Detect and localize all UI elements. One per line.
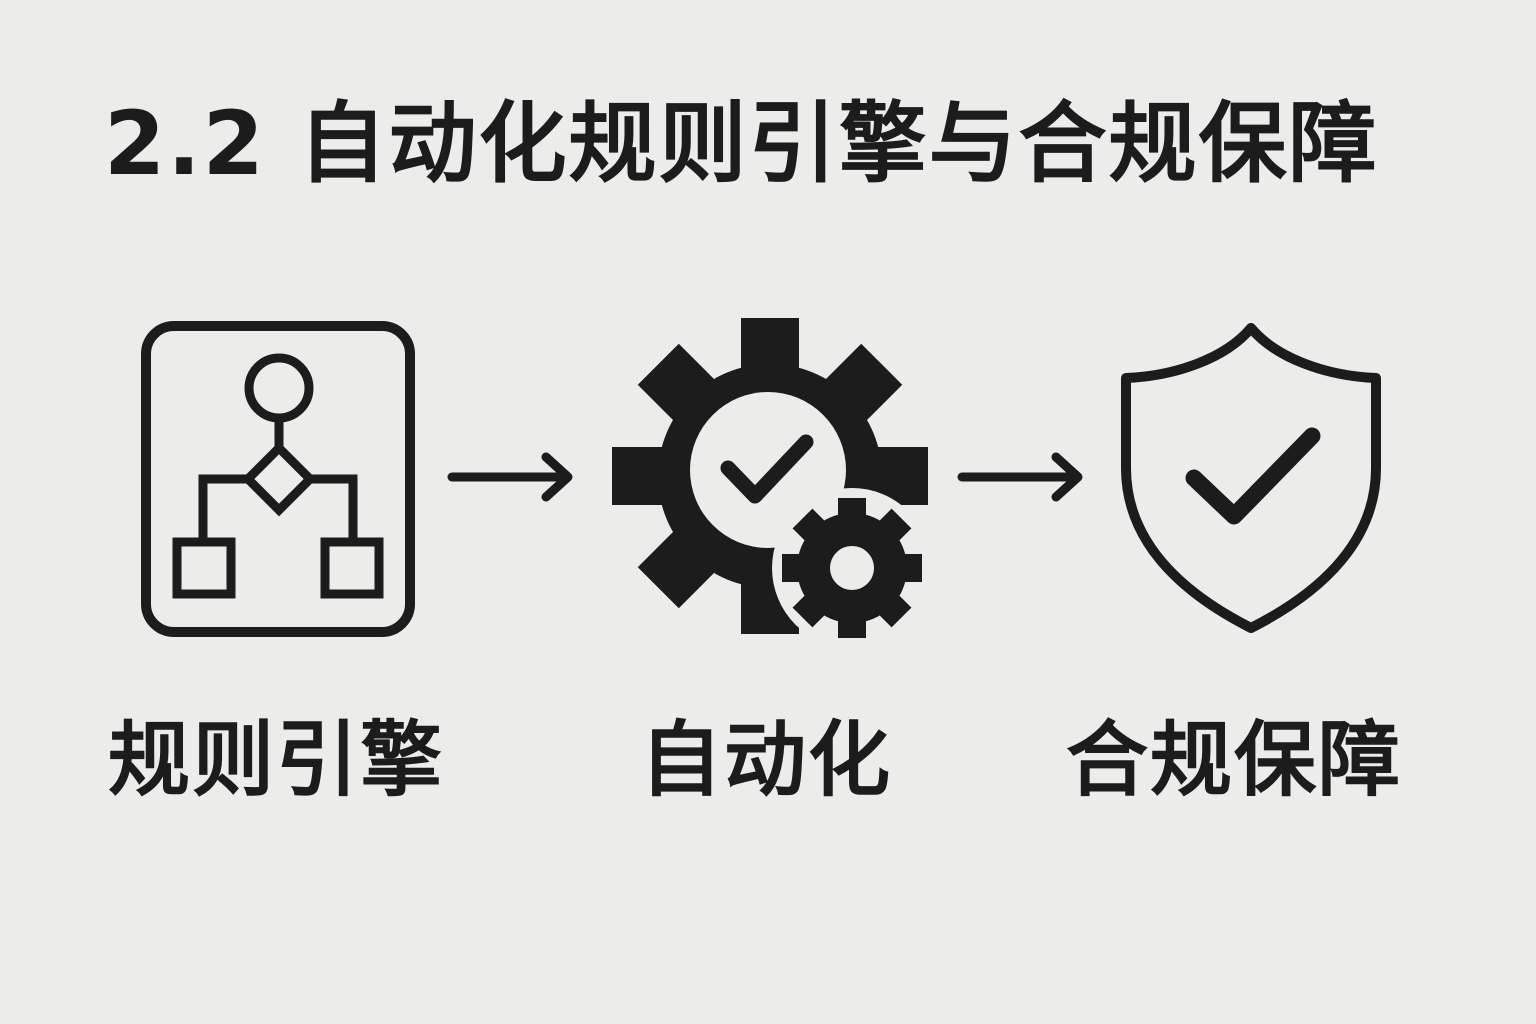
arrow-right-icon [447,452,573,502]
step-label-rule-engine: 规则引擎 [108,713,445,808]
step-label-compliance: 合规保障 [1066,713,1403,808]
gears-check-icon [612,318,930,644]
flowchart-icon [141,321,415,637]
step-label-automation: 自动化 [640,713,893,808]
shield-check-icon [1121,323,1381,633]
page-title: 2.2 自动化规则引擎与合规保障 [104,92,1379,195]
arrow-right-icon [957,452,1083,502]
